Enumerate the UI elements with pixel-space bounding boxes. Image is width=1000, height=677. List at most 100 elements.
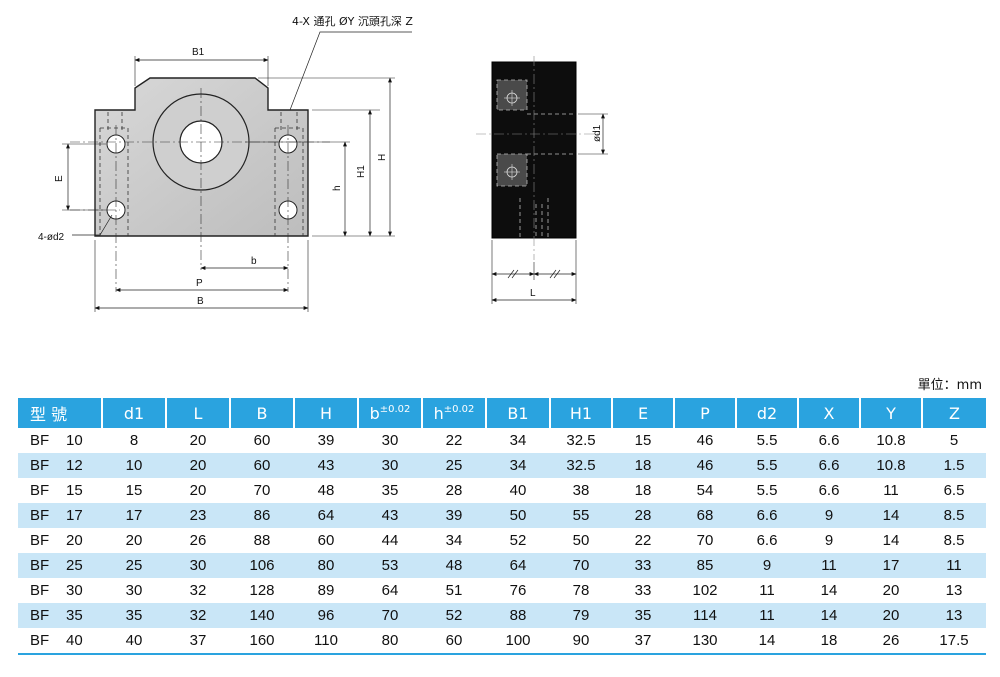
table-cell: 1.5 <box>922 453 986 478</box>
table-cell: 60 <box>253 432 271 449</box>
model-prefix: BF <box>30 457 50 474</box>
table-cell: 30 <box>166 553 230 578</box>
label-p: P <box>196 278 203 289</box>
table-cell: 32 <box>166 603 230 628</box>
table-cell: 39 <box>422 503 486 528</box>
table-cell: 5.5 <box>756 432 778 449</box>
table-cell: 35 <box>102 603 166 628</box>
label-d2: 4-ød2 <box>38 232 65 243</box>
table-cell: 55 <box>550 503 612 528</box>
table-cell: 20 <box>125 532 143 549</box>
table-cell: 17.5 <box>922 628 986 655</box>
model-size: 35 <box>66 607 83 624</box>
model-cell: BF 10 <box>18 428 102 453</box>
table-cell: 37 <box>612 628 674 655</box>
table-cell: 11 <box>759 582 775 599</box>
column-header-label: L <box>193 403 203 423</box>
table-cell: 78 <box>572 582 590 599</box>
table-cell: 89 <box>317 582 335 599</box>
table-cell: 6.6 <box>818 482 840 499</box>
table-cell: 70 <box>550 553 612 578</box>
table-cell: 11 <box>883 482 899 499</box>
table-cell: 32.5 <box>566 432 596 449</box>
table-cell: 46 <box>696 432 714 449</box>
table-cell: 14 <box>736 628 798 655</box>
table-cell: 26 <box>860 628 922 655</box>
table-cell: 44 <box>381 532 399 549</box>
table-cell: 30 <box>125 582 143 599</box>
model-size: 12 <box>66 457 83 474</box>
table-cell: 8.5 <box>922 503 986 528</box>
table-cell: 53 <box>358 553 422 578</box>
column-header-1: d1 <box>101 398 166 428</box>
label-h1: H1 <box>356 165 367 178</box>
table-cell: 20 <box>166 453 230 478</box>
model-prefix: BF <box>30 482 50 499</box>
model-prefix: BF <box>30 507 50 524</box>
table-cell: 13 <box>922 603 986 628</box>
model-prefix: BF <box>30 432 50 449</box>
column-header-2: L <box>165 398 230 428</box>
table-cell: 70 <box>358 603 422 628</box>
label-h-small: h <box>332 185 343 191</box>
table-cell: 22 <box>634 532 652 549</box>
table-cell: 140 <box>230 603 294 628</box>
table-cell: 48 <box>422 553 486 578</box>
column-header-14: Z <box>921 398 986 428</box>
table-cell: 10.8 <box>860 453 922 478</box>
table-cell: 46 <box>674 453 736 478</box>
table-cell: 90 <box>550 628 612 655</box>
table-cell: 13 <box>945 582 963 599</box>
table-cell: 80 <box>358 628 422 655</box>
table-cell: 64 <box>381 582 399 599</box>
table-cell: 6.6 <box>756 532 778 549</box>
table-cell: 22 <box>445 432 463 449</box>
table-cell: 25 <box>102 553 166 578</box>
table-cell: 5 <box>949 432 959 449</box>
table-cell: 11 <box>736 603 798 628</box>
table-cell: 64 <box>294 503 358 528</box>
table-cell: 114 <box>674 603 736 628</box>
model-size: 10 <box>66 432 83 449</box>
table-cell: 60 <box>317 532 335 549</box>
model-prefix: BF <box>30 557 50 574</box>
column-header-13: Y <box>859 398 922 428</box>
model-size: 30 <box>66 582 83 599</box>
model-prefix: BF <box>30 582 50 599</box>
table-cell: 9 <box>736 553 798 578</box>
table-cell: 30 <box>381 432 399 449</box>
column-header-label: H <box>319 403 333 423</box>
column-header-label: b <box>369 403 380 423</box>
label-l: L <box>530 288 536 299</box>
table-cell: 20 <box>189 432 207 449</box>
table-cell: 48 <box>317 482 335 499</box>
label-e: E <box>54 175 65 182</box>
table-cell: 43 <box>358 503 422 528</box>
column-header-label: h <box>433 403 444 423</box>
table-cell: 110 <box>294 628 358 655</box>
table-cell: 35 <box>612 603 674 628</box>
table-cell: 20 <box>189 482 207 499</box>
technical-drawing: 4-X 通孔 ØY 沉頭孔深 Z B1 E 4-ød2 h H1 H b P B <box>38 15 608 312</box>
table-cell: 18 <box>634 482 652 499</box>
table-cell: 34 <box>486 453 550 478</box>
model-cell: BF 12 <box>18 453 102 478</box>
table-cell: 70 <box>253 482 271 499</box>
table-cell: 11 <box>798 553 860 578</box>
column-header-10: P <box>673 398 736 428</box>
column-header-label: B <box>256 403 268 423</box>
column-header-label: d2 <box>756 403 778 423</box>
model-size: 20 <box>66 532 83 549</box>
label-d1: ød1 <box>592 124 603 142</box>
column-header-label: Y <box>886 403 896 423</box>
column-header-11: d2 <box>735 398 798 428</box>
table-cell: 28 <box>612 503 674 528</box>
